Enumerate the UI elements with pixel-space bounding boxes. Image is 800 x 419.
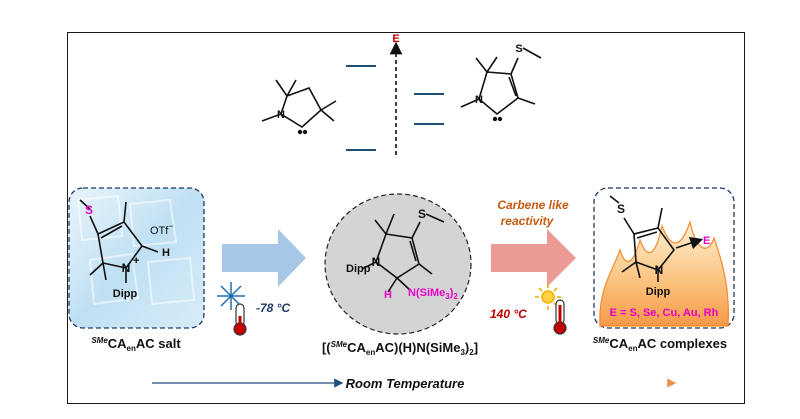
reactivity-line-1: Carbene like — [497, 198, 569, 212]
right-elements-label: E = S, Se, Cu, Au, Rh — [610, 307, 719, 319]
left-counterion: OTf− — [150, 221, 174, 237]
right-title: SMeCAenAC complexes — [593, 336, 727, 353]
caac-structure — [261, 79, 337, 135]
thermometer-hot-icon — [553, 299, 567, 335]
left-h-label: H — [162, 247, 170, 259]
energy-axis: E — [389, 33, 403, 155]
center-circle — [324, 193, 472, 335]
center-h-label: H — [384, 289, 392, 301]
smecaenac-n-label: N — [475, 94, 483, 106]
center-molecule — [361, 213, 445, 293]
center-s-label: S — [418, 207, 426, 221]
left-n-label: N — [122, 261, 131, 275]
energy-levels — [346, 65, 444, 151]
snowflake-icon — [217, 282, 245, 310]
thermometer-cold-icon — [233, 303, 247, 336]
outer-frame — [67, 32, 745, 404]
left-panel: S N + H OTf− Dipp SMeCAenAC salt — [68, 187, 205, 353]
left-dipp-label: Dipp — [113, 288, 138, 300]
right-panel: S N E Dipp E = S, Se, Cu, Au, Rh SMeCAen… — [593, 187, 735, 353]
reactivity-line-2: reactivity — [501, 214, 555, 228]
room-temperature-arrow: Room Temperature — [152, 376, 677, 391]
room-temperature-label: Room Temperature — [346, 376, 465, 391]
right-molecule — [609, 195, 676, 282]
right-s-label: S — [617, 202, 625, 216]
smecaenac-structure — [460, 47, 542, 122]
right-e-label: E — [703, 235, 710, 247]
left-s-label: S — [85, 203, 93, 217]
center-amide-label: N(SiMe3)2 — [408, 287, 458, 301]
smecaenac-s-label: S — [515, 43, 522, 55]
center-panel: S N Dipp H N(SiMe3)2 [(SMeCAenAC)(H)N(Si… — [322, 193, 478, 357]
left-molecule — [79, 199, 159, 283]
caac-n-label: N — [277, 109, 285, 121]
cold-reaction-arrow: -78 °C — [217, 229, 306, 336]
center-title: [(SMeCAenAC)(H)N(SiMe3)2] — [322, 340, 478, 357]
hot-reaction-arrow: Carbene like reactivity 140 °C — [490, 198, 576, 335]
left-plus-charge: + — [133, 255, 139, 267]
ice-background — [68, 187, 205, 329]
energy-axis-label: E — [392, 33, 399, 45]
right-bond-arrow — [675, 236, 704, 250]
left-title: SMeCAenAC salt — [91, 336, 181, 353]
sun-icon — [535, 284, 561, 310]
center-dipp-label: Dipp — [346, 263, 371, 275]
center-n-label: N — [372, 255, 381, 269]
right-dipp-label: Dipp — [646, 286, 671, 298]
right-n-label: N — [655, 263, 664, 277]
ice-cubes — [76, 194, 196, 306]
cold-temperature: -78 °C — [256, 301, 290, 315]
hot-temperature: 140 °C — [490, 307, 527, 321]
